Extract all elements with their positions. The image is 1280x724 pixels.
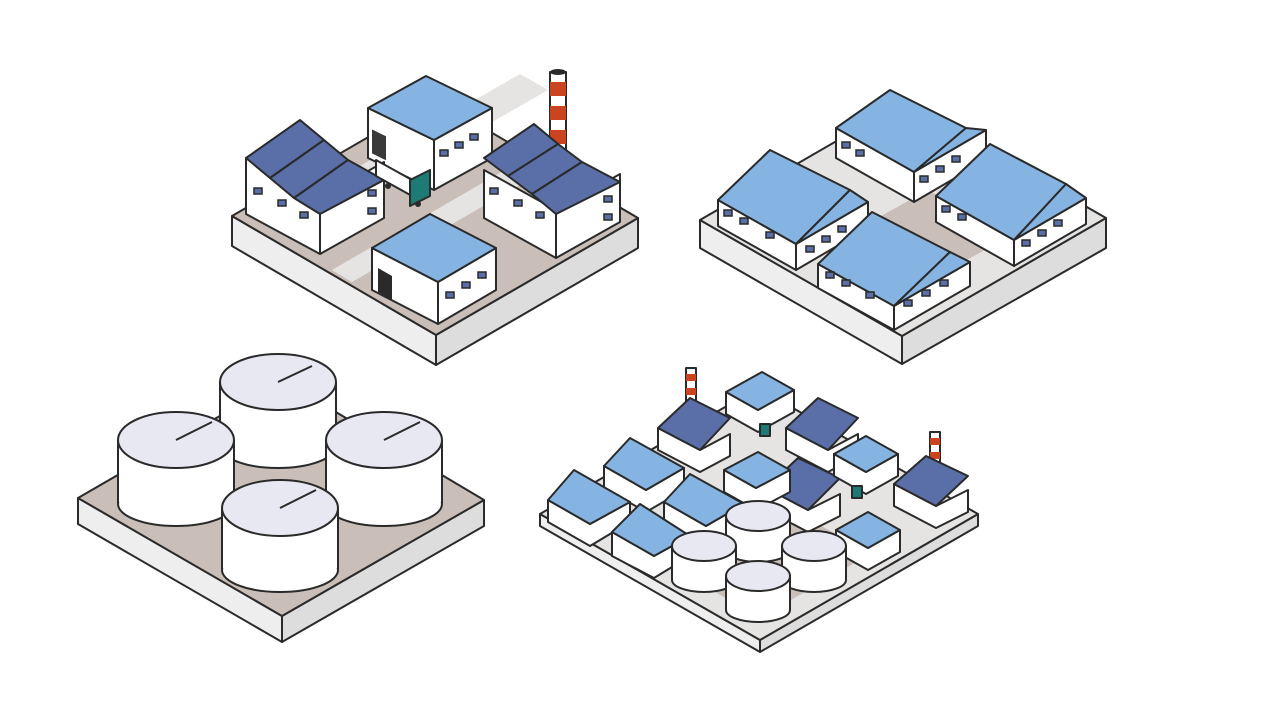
factory-tile: [231, 69, 639, 366]
storage-tank-left: [117, 411, 235, 527]
mini-sawtooth-1: [657, 397, 731, 473]
sawtooth-factory-left: [245, 119, 385, 255]
storage-tank-front: [221, 479, 339, 593]
industrial-district-tile: [539, 367, 979, 653]
mini-building-4: [835, 511, 901, 571]
truck-icon: [375, 159, 431, 207]
mini-building-2: [833, 435, 899, 495]
mini-building-1: [725, 371, 795, 433]
mini-warehouse-2: [547, 469, 631, 547]
mini-truck-icon-2: [851, 485, 863, 499]
mini-building-3: [723, 451, 791, 511]
mini-sawtooth-4: [893, 455, 969, 529]
sawtooth-factory-right: [483, 123, 621, 259]
warehouse-tile: [699, 89, 1107, 365]
tank-farm-tile: [77, 353, 485, 643]
mini-truck-icon-1: [759, 423, 771, 437]
factory-building-front: [371, 213, 497, 325]
warehouse-back: [835, 89, 987, 203]
warehouse-front: [817, 211, 971, 331]
mini-tank-4: [725, 560, 791, 623]
storage-tank-right: [325, 411, 443, 527]
mini-tank-2: [671, 530, 737, 593]
mini-tank-1: [725, 500, 791, 563]
factory-building-back: [367, 75, 493, 191]
mini-tank-3: [781, 530, 847, 593]
chimney: [549, 69, 567, 151]
warehouse-right: [935, 143, 1087, 267]
storage-tank-back: [219, 353, 337, 469]
